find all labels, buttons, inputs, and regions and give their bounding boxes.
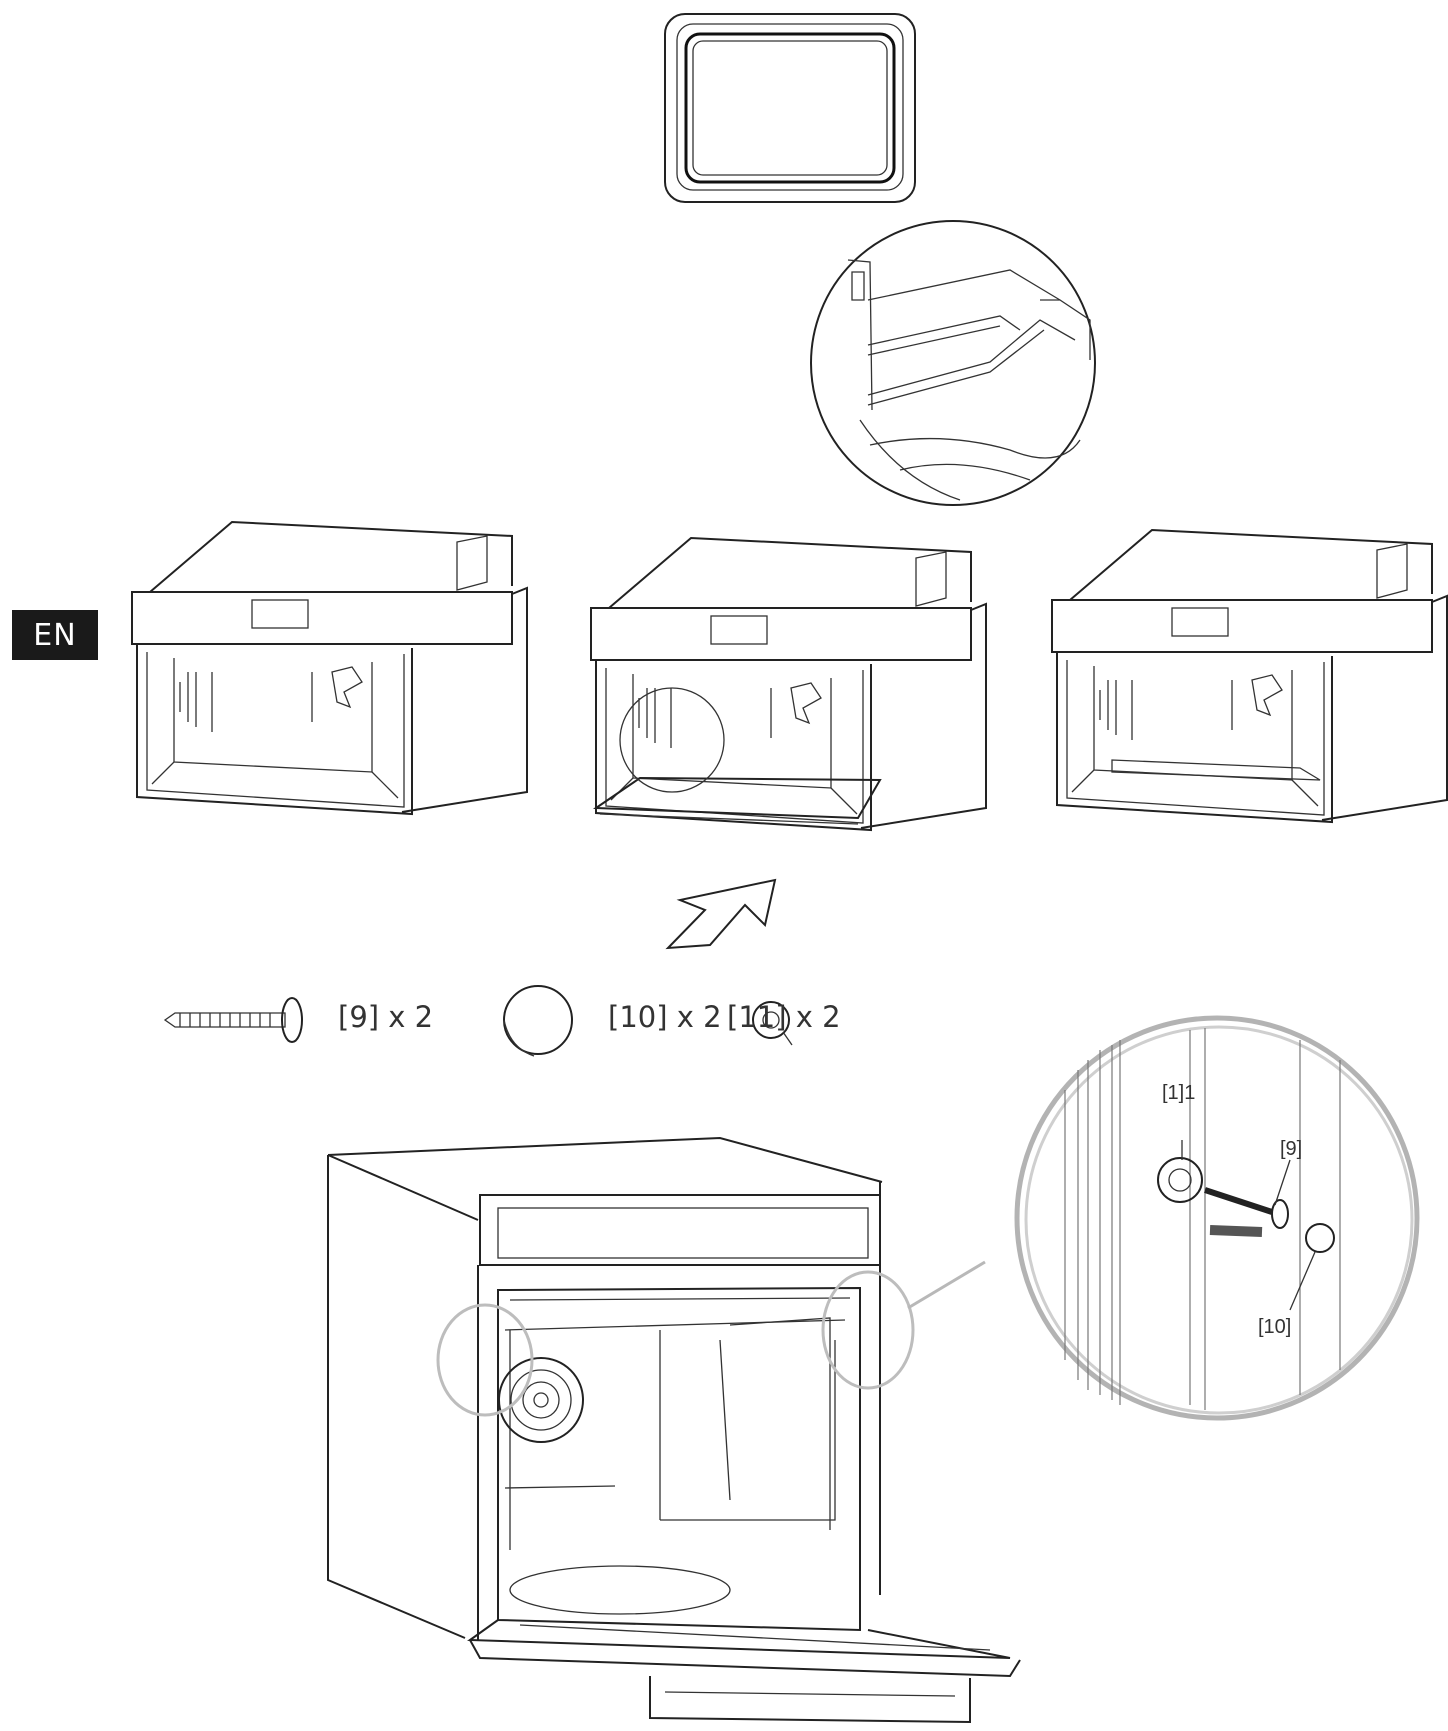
language-badge: EN — [12, 610, 98, 660]
tray-inserting — [592, 687, 882, 825]
part-label-cap: [10] x 2 — [608, 1000, 722, 1034]
insert-arrow-icon — [665, 878, 777, 950]
zoom-pointer — [907, 1260, 986, 1310]
oven-step-3 — [1051, 529, 1448, 823]
callout-bracket: [1]1 — [1162, 1082, 1196, 1104]
callout-cap: [10] — [1258, 1316, 1292, 1338]
large-oven — [327, 1136, 1021, 1724]
bracket-icon — [752, 1001, 793, 1046]
screw-icon — [163, 997, 303, 1043]
rack-guide-zoom — [810, 220, 1096, 506]
part-label-bracket: [11] x 2 — [727, 1000, 841, 1034]
tray-inserted — [1111, 759, 1321, 781]
part-label-screw: [9] x 2 — [338, 1000, 434, 1034]
cap-icon — [503, 985, 573, 1057]
oven-step-2 — [590, 537, 987, 831]
oven-step-1 — [131, 521, 528, 815]
tray-illustration — [664, 13, 916, 203]
callout-screw: [9] — [1280, 1138, 1303, 1160]
mounting-detail-zoom — [1014, 1015, 1420, 1421]
